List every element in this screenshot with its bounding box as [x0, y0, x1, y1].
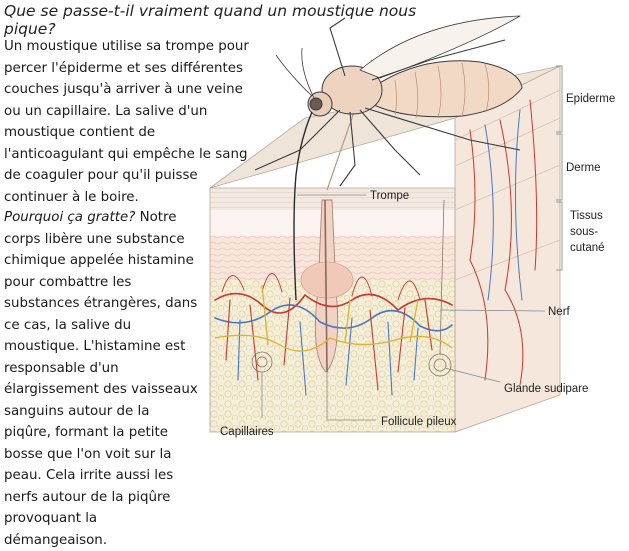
- mosquito-wing: [359, 15, 521, 79]
- skin-side-face: [454, 65, 561, 433]
- label-tissus-line1: Tissus: [570, 210, 603, 222]
- label-tissus-line3: cutané: [570, 242, 605, 254]
- skin-cross-section-diagram: Epiderme Derme Tissus sous- cutané Tromp…: [209, 15, 615, 438]
- leader-lines: [261, 194, 546, 421]
- label-tissus-line2: sous-: [570, 226, 598, 238]
- mosquito-thorax: [321, 65, 383, 115]
- label-nerf: Nerf: [548, 306, 571, 318]
- skin-block: [209, 59, 561, 433]
- intro-paragraph: Un moustique utilise sa trompe pour perc…: [4, 39, 249, 205]
- mosquito: [254, 15, 523, 301]
- label-glande-sudipare: Glande sudipare: [504, 383, 588, 395]
- page-title: Que se passe-t-il vraiment quand un mous…: [4, 2, 417, 38]
- label-follicule-pileux: Follicule pileux: [381, 416, 457, 428]
- label-epiderme: Epiderme: [566, 93, 615, 105]
- sweat-gland-shapes: [251, 199, 452, 377]
- label-capillaires: Capillaires: [220, 426, 274, 438]
- label-trompe: Trompe: [370, 190, 409, 202]
- itch-question: Pourquoi ça gratte?: [4, 210, 136, 225]
- blood-vessels: [214, 99, 538, 396]
- mosquito-abdomen: [371, 60, 523, 118]
- epidermis-layer: [210, 188, 455, 210]
- layer-brackets: [556, 65, 563, 271]
- mosquito-proboscis: [293, 111, 313, 301]
- nerve-fibers: [214, 284, 453, 352]
- label-derme: Derme: [566, 162, 601, 174]
